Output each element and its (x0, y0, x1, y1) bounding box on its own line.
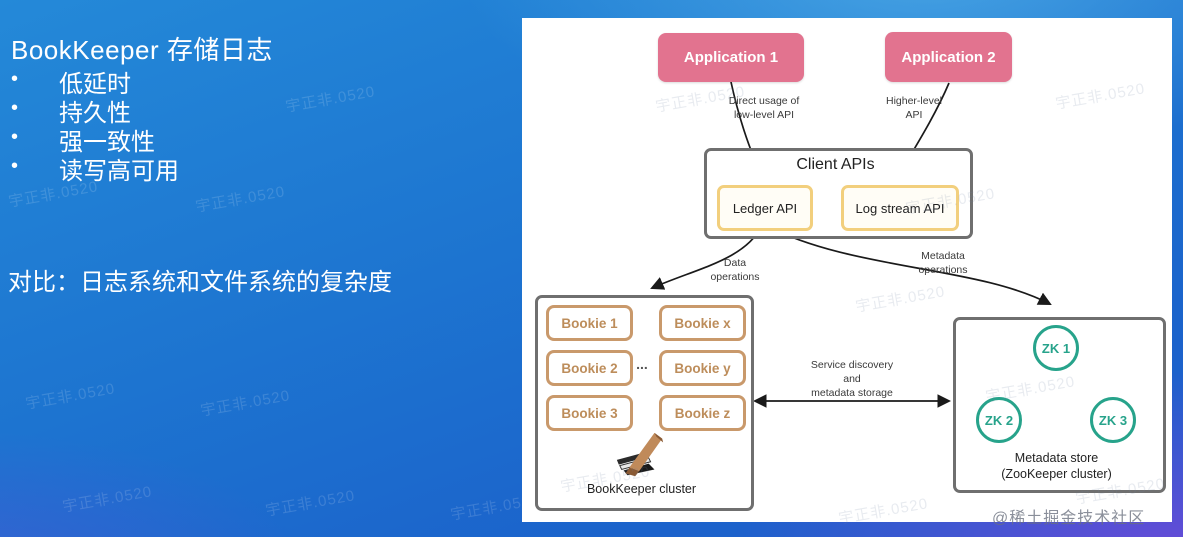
bookkeeper-cluster-caption: BookKeeper cluster (586, 482, 697, 496)
label-data-operations: Data operations (710, 257, 760, 284)
application-1-box: Application 1 (658, 33, 804, 82)
label-service-discovery: Service discovery and metadata storage (810, 359, 894, 400)
zk-2-node: ZK 2 (976, 397, 1022, 443)
diagram-panel: Application 1 Application 2 Direct usage… (522, 18, 1172, 528)
bullet-item: • 读写高可用 (11, 151, 179, 186)
label-direct-usage: Direct usage of low-level API (728, 95, 800, 122)
watermark: 宇正非.0520 (854, 283, 947, 316)
watermark: 宇正非.0520 (194, 183, 287, 216)
label-metadata-operations: Metadata operations (918, 250, 968, 277)
zk-1-node: ZK 1 (1033, 325, 1079, 371)
bookie-z-box: Bookie z (659, 395, 746, 431)
bookie-y-box: Bookie y (659, 350, 746, 386)
bullet-item: • 持久性 (11, 93, 131, 128)
slide-title: BookKeeper 存储日志 (11, 35, 273, 65)
compare-title: 对比：日志系统和文件系统的复杂度 (8, 269, 392, 296)
bullet-text: 强一致性 (59, 129, 155, 156)
client-apis-title: Client APIs (796, 156, 875, 173)
label-higher-level: Higher-level API (885, 95, 943, 122)
log-stream-api-box: Log stream API (841, 185, 959, 231)
watermark: 宇正非.0520 (264, 487, 357, 520)
bullet-item: • 强一致性 (11, 122, 155, 157)
bullet-icon: • (11, 68, 19, 90)
bookie-3-box: Bookie 3 (546, 395, 633, 431)
books-icon (616, 432, 664, 477)
bookie-1-box: Bookie 1 (546, 305, 633, 341)
bullet-text: 低延时 (59, 71, 131, 98)
bullet-icon: • (11, 155, 19, 177)
watermark: 宇正非.0520 (24, 380, 117, 413)
watermark: 宇正非.0520 (284, 83, 377, 116)
ledger-api-box: Ledger API (717, 185, 813, 231)
watermark: 宇正非.0520 (61, 483, 154, 516)
community-credit: @稀土掘金技术社区 (992, 510, 1146, 527)
metadata-store-caption: Metadata store (ZooKeeper cluster) (1001, 451, 1112, 482)
application-2-box: Application 2 (885, 32, 1012, 82)
bookie-2-box: Bookie 2 (546, 350, 633, 386)
watermark: 宇正非.0520 (199, 387, 292, 420)
watermark: 宇正非.0520 (837, 495, 930, 528)
bullet-text: 读写高可用 (59, 158, 179, 185)
bookie-x-box: Bookie x (659, 305, 746, 341)
bullet-text: 持久性 (59, 100, 131, 127)
watermark: 宇正非.0520 (1054, 80, 1147, 113)
bookie-ellipsis: ... (636, 356, 648, 372)
bullet-icon: • (11, 97, 19, 119)
bullet-icon: • (11, 126, 19, 148)
zk-3-node: ZK 3 (1090, 397, 1136, 443)
bullet-item: • 低延时 (11, 64, 131, 99)
